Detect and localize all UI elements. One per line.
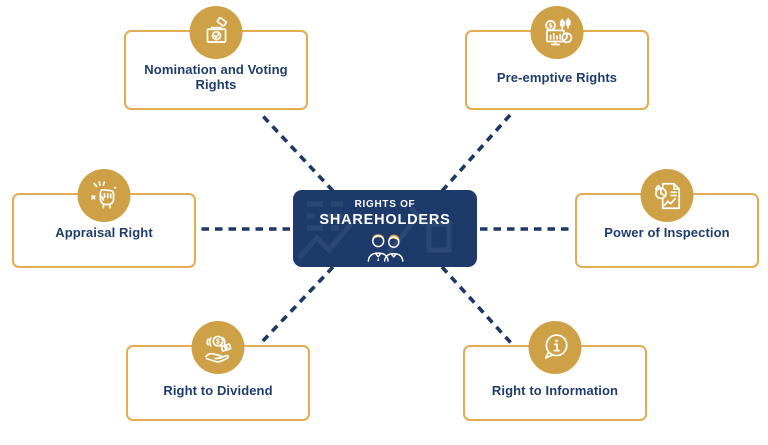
- hand-coins-icon: $: [204, 335, 231, 363]
- connector-bottom-right: [440, 265, 513, 345]
- center-eyebrow: RIGHTS OF: [354, 199, 416, 210]
- report-chart-icon: [654, 182, 680, 209]
- node-right-to-dividend: $ Right to Dividend: [126, 321, 310, 421]
- ballot-box-icon: [206, 16, 227, 43]
- stock-monitor-icon-circle: $: [530, 6, 584, 59]
- svg-text:$: $: [215, 337, 220, 345]
- node-label: Pre-emptive Rights: [496, 69, 618, 85]
- node-nomination-voting-rights: Nomination and Voting Rights: [124, 6, 308, 110]
- info-bubble-icon: [544, 333, 568, 359]
- shareholders-people-icon: [367, 234, 404, 262]
- node-pre-emptive-rights: $ Pre-emptive Rights: [465, 6, 649, 110]
- ballot-box-icon-circle: [189, 6, 243, 59]
- node-label: Appraisal Right: [55, 225, 153, 241]
- raised-fist-icon-circle: [77, 169, 131, 222]
- center-title: SHAREHOLDERS: [319, 212, 451, 228]
- stock-monitor-icon: $: [544, 17, 572, 45]
- node-label: Right to Information: [491, 382, 619, 398]
- svg-text:$: $: [548, 21, 552, 29]
- raised-fist-icon: [90, 180, 116, 209]
- info-bubble-icon-circle: [528, 321, 582, 374]
- node-right-to-information: Right to Information: [463, 321, 647, 421]
- hand-coins-icon-circle: $: [191, 321, 245, 374]
- connector-top-right: [440, 112, 513, 193]
- node-label: Right to Dividend: [163, 382, 273, 398]
- node-label: Nomination and Voting Rights: [144, 62, 288, 92]
- node-label: Power of Inspection: [604, 225, 730, 241]
- watermark-pattern: [297, 201, 452, 260]
- report-chart-icon-circle: [640, 169, 694, 222]
- center-rights-of-shareholders: RIGHTS OF SHAREHOLDERS: [293, 190, 477, 267]
- node-power-of-inspection: Power of Inspection: [575, 169, 759, 268]
- connector-bottom-left: [259, 265, 335, 345]
- node-appraisal-right: Appraisal Right: [12, 169, 196, 268]
- connector-top-left: [259, 112, 335, 193]
